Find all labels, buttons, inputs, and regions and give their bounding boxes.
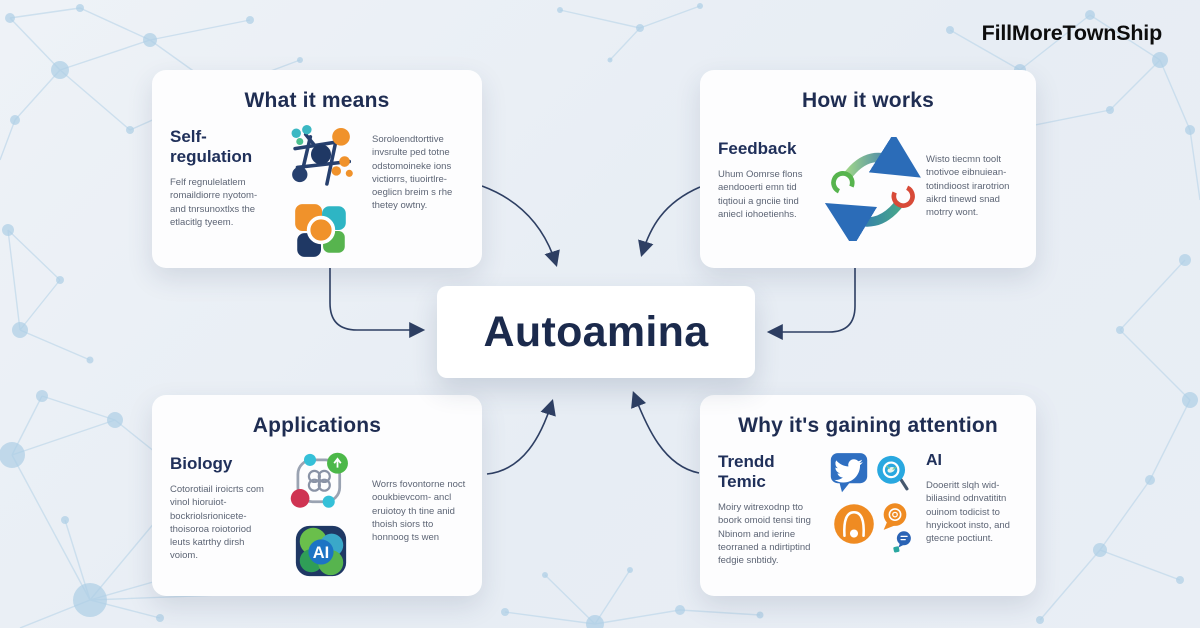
cycle-arrows-icon (824, 137, 921, 241)
center-topic-node: Autoamina (437, 286, 755, 378)
card-title: What it means (244, 89, 390, 112)
center-topic-label: Autoamina (483, 307, 709, 356)
eye-bubble-icon (883, 503, 907, 530)
card-left-text: Cotorotiail iroicrts com vinol hioruiot-… (170, 484, 264, 562)
ai-icon-label: AI (313, 544, 329, 562)
layered-squares-icon (295, 204, 346, 257)
network-graph-icon (291, 125, 353, 186)
card-why-gaining-attention: Why it's gaining attention Trendd Temic … (700, 395, 1036, 596)
comment-circle-icon (893, 531, 911, 553)
card-right-text: Wisto tiecmn toolt tnotivoe eibnuiean- t… (926, 154, 1010, 219)
search-bird-icon (877, 455, 909, 491)
card-subheading: Biology (170, 454, 233, 473)
card-left-text: Moiry witrexodnp tto boork omoid tensi t… (718, 502, 811, 567)
social-icons-cluster (826, 450, 918, 554)
card-subheading: Self-regulation (170, 127, 253, 166)
card-right-text: Soroloendtorttive invsrulte ped totne od… (372, 134, 453, 212)
card-right-text: Dooeritt slqh wid- biliasind odnvatititn… (926, 480, 1010, 545)
card-applications: Applications Biology Cotorotiail iroicrt… (152, 395, 482, 596)
ai-chip-icon: AI (295, 525, 347, 577)
card-subheading: Trendd Temic (718, 452, 775, 491)
card-title: Why it's gaining attention (738, 414, 998, 437)
card-title: How it works (802, 89, 934, 112)
card-left-text: Uhum Oomrse flons aendooerti emn tid tiq… (718, 169, 803, 220)
card-how-it-works: How it works Feedback Uhum Oomrse flons … (700, 70, 1036, 268)
card-subheading: Feedback (718, 139, 797, 158)
card-right-text: Worrs fovontorne noct ooukbievcom- ancl … (372, 479, 466, 544)
card-title: Applications (252, 414, 382, 437)
card-right-subheading: AI (926, 452, 942, 469)
brand-logo-text: FillMoreTownShip (981, 21, 1163, 45)
card-left-text: Felf regnulelatlem romaildiorre nyotom- … (170, 177, 258, 228)
card-what-it-means: What it means Self-regulation Felf regnu… (152, 70, 482, 268)
molecule-icon (290, 452, 348, 508)
twitter-bubble-icon (830, 453, 868, 493)
person-circle-icon (834, 504, 874, 544)
